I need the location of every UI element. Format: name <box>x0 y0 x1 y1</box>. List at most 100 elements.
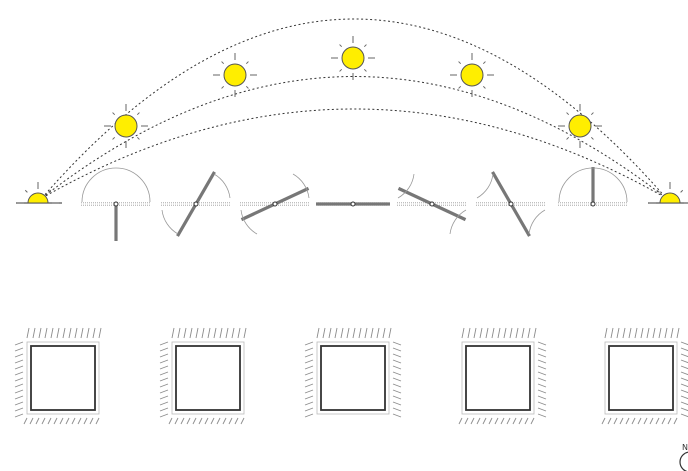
sun-ray <box>245 85 249 89</box>
shade-hatching <box>159 327 247 425</box>
hatch-tick <box>189 327 193 339</box>
room-outline <box>30 345 96 411</box>
sun-icon <box>104 104 148 148</box>
hatch-tick <box>14 353 24 358</box>
hatch-tick <box>382 327 386 339</box>
hatch-tick <box>634 327 638 339</box>
sun-path-arc <box>41 18 667 199</box>
hatch-tick <box>376 327 380 339</box>
hatch-tick <box>159 383 169 388</box>
hatch-tick <box>304 365 314 370</box>
sun-disc <box>460 63 484 87</box>
louver-unit <box>81 167 151 241</box>
hatch-tick <box>392 371 402 376</box>
room-plan <box>14 327 102 425</box>
shade-hatching <box>458 327 547 425</box>
hatch-tick <box>340 327 344 339</box>
sun-ray <box>680 189 684 193</box>
hatch-tick <box>65 417 70 425</box>
hatch-tick <box>537 353 547 358</box>
north-compass-icon: N <box>679 443 688 471</box>
hatch-tick <box>168 417 173 425</box>
hatch-tick <box>658 327 662 339</box>
room-outline <box>608 345 674 411</box>
hatch-tick <box>159 353 169 358</box>
sun-path-arc <box>41 76 667 199</box>
hatch-tick <box>304 371 314 376</box>
hatch-tick <box>392 407 402 412</box>
sun-ray <box>363 68 367 72</box>
hatch-tick <box>388 327 392 339</box>
hatch-tick <box>392 347 402 352</box>
louver-pivot <box>508 201 514 207</box>
rotation-guide <box>558 167 628 203</box>
hatch-tick <box>667 417 672 425</box>
hatch-tick <box>92 327 96 339</box>
hatch-tick <box>601 417 606 425</box>
sun-ray <box>136 136 140 140</box>
sun-disc <box>223 63 247 87</box>
hatch-tick <box>392 365 402 370</box>
rotation-guide <box>292 173 310 199</box>
louver-row <box>81 167 628 241</box>
hatch-tick <box>500 417 505 425</box>
hatch-tick <box>171 327 175 339</box>
sun-ray <box>590 112 594 116</box>
rotation-guide <box>213 173 231 199</box>
hatch-tick <box>74 327 78 339</box>
hatch-tick <box>533 327 537 339</box>
hatch-tick <box>304 383 314 388</box>
sun-icon <box>331 36 375 80</box>
hatch-tick <box>680 395 688 400</box>
hatch-tick <box>14 341 24 346</box>
hatch-tick <box>98 327 102 339</box>
sun-ray <box>136 112 140 116</box>
sun-ray <box>566 112 570 116</box>
hatch-tick <box>159 401 169 406</box>
louver-unit <box>316 201 390 207</box>
hatch-tick <box>358 327 362 339</box>
hatch-tick <box>625 417 630 425</box>
hatch-tick <box>14 389 24 394</box>
sun-disc <box>568 114 592 138</box>
hatch-tick <box>14 371 24 376</box>
hatch-tick <box>159 395 169 400</box>
hatch-tick <box>174 417 179 425</box>
hatch-tick <box>479 327 483 339</box>
hatch-tick <box>207 327 211 339</box>
hatch-tick <box>485 327 489 339</box>
louver-unit <box>161 171 231 237</box>
hatch-tick <box>62 327 66 339</box>
hatch-tick <box>80 327 84 339</box>
sun-ray <box>48 189 52 193</box>
sun-disc <box>659 192 681 204</box>
hatch-tick <box>392 395 402 400</box>
hatch-tick <box>392 341 402 346</box>
room-plan <box>601 327 688 425</box>
hatch-tick <box>304 353 314 358</box>
hatch-tick <box>14 407 24 412</box>
hatch-tick <box>231 327 235 339</box>
hatch-tick <box>234 417 239 425</box>
hatch-tick <box>213 327 217 339</box>
sun-icon <box>450 53 494 97</box>
louver-pivot <box>590 201 596 207</box>
rotation-guide <box>397 173 415 199</box>
hatch-tick <box>14 347 24 352</box>
hatch-tick <box>521 327 525 339</box>
hatch-tick <box>680 407 688 412</box>
hatch-tick <box>497 327 501 339</box>
hatch-tick <box>392 377 402 382</box>
hatch-tick <box>71 417 76 425</box>
hatch-tick <box>392 359 402 364</box>
hatch-tick <box>680 383 688 388</box>
hatch-tick <box>680 371 688 376</box>
rotation-guide <box>449 209 467 235</box>
hatch-tick <box>204 417 209 425</box>
hatch-tick <box>537 401 547 406</box>
sun-ray <box>482 61 486 65</box>
room-wall <box>604 341 678 415</box>
louver-pivot <box>193 201 199 207</box>
hatch-tick <box>35 417 40 425</box>
sun-ray <box>24 189 28 193</box>
